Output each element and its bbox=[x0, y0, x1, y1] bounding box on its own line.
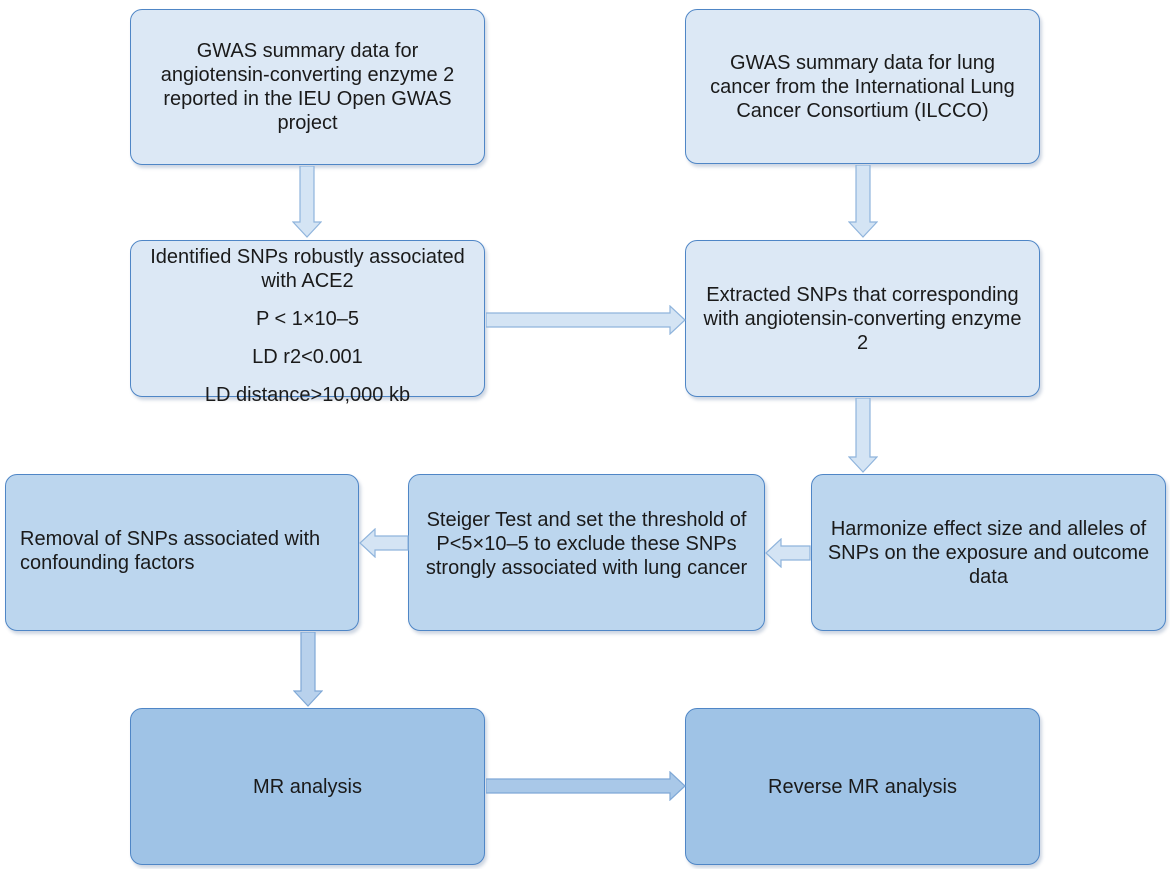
box-reverse-mr-analysis-text: Reverse MR analysis bbox=[768, 775, 957, 798]
box-extracted-snps: Extracted SNPs that corresponding with a… bbox=[685, 240, 1040, 397]
box-reverse-mr-analysis: Reverse MR analysis bbox=[685, 708, 1040, 865]
arrow-down-ace2-to-identified bbox=[292, 166, 322, 238]
box-harmonize-text: Harmonize effect size and alleles of SNP… bbox=[827, 517, 1150, 588]
box-harmonize: Harmonize effect size and alleles of SNP… bbox=[811, 474, 1166, 631]
identified-snps-p-threshold: P < 1×10–5 bbox=[255, 308, 360, 330]
box-gwas-lung-cancer: GWAS summary data for lung cancer from t… bbox=[685, 9, 1040, 164]
arrow-down-lung-to-extracted bbox=[848, 165, 878, 238]
box-mr-analysis: MR analysis bbox=[130, 708, 485, 865]
arrow-right-identified-to-extracted bbox=[486, 305, 686, 335]
arrow-left-steiger-to-removal bbox=[359, 528, 409, 558]
arrow-left-harmonize-to-steiger bbox=[765, 538, 811, 568]
box-steiger-test: Steiger Test and set the threshold of P<… bbox=[408, 474, 765, 631]
box-gwas-ace2: GWAS summary data for angiotensin-conver… bbox=[130, 9, 485, 165]
box-extracted-snps-text: Extracted SNPs that corresponding with a… bbox=[703, 283, 1022, 354]
box-mr-analysis-text: MR analysis bbox=[253, 775, 362, 798]
box-gwas-lung-cancer-text: GWAS summary data for lung cancer from t… bbox=[710, 51, 1015, 122]
box-removal-confounders-text: Removal of SNPs associated with confound… bbox=[20, 528, 321, 574]
box-removal-confounders: Removal of SNPs associated with confound… bbox=[5, 474, 359, 631]
arrow-down-extracted-to-harmonize bbox=[848, 398, 878, 473]
box-steiger-test-text: Steiger Test and set the threshold of P<… bbox=[425, 509, 748, 579]
identified-snps-title: Identified SNPs robustly associated with… bbox=[150, 246, 465, 292]
box-gwas-ace2-text: GWAS summary data for angiotensin-conver… bbox=[160, 40, 455, 134]
identified-snps-ld-r2: LD r2<0.001 bbox=[252, 346, 363, 368]
identified-snps-ld-distance: LD distance>10,000 kb bbox=[204, 384, 411, 406]
box-identified-snps: Identified SNPs robustly associated with… bbox=[130, 240, 485, 406]
arrow-down-removal-to-mr bbox=[293, 632, 323, 707]
arrow-right-mr-to-reverse bbox=[486, 771, 686, 801]
